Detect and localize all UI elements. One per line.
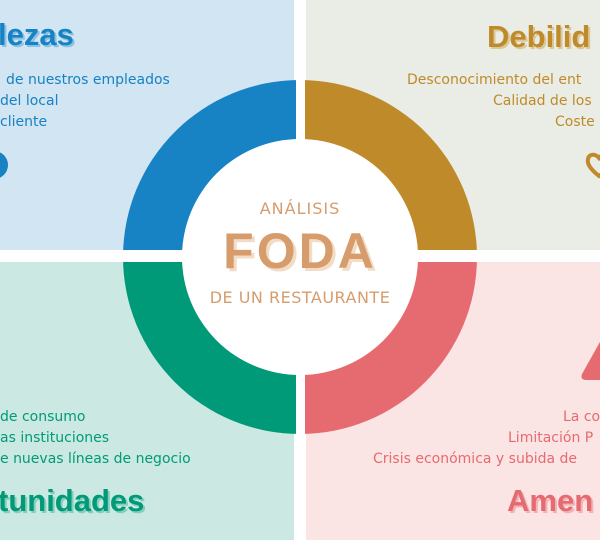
weaknesses-item: Calidad de los — [493, 93, 592, 109]
weaknesses-item: Desconocimiento del ent — [407, 72, 582, 88]
center-circle — [182, 139, 418, 375]
strengths-title: lezas — [0, 17, 74, 52]
heart-icon — [585, 152, 600, 179]
strengths-item: cliente — [0, 114, 48, 130]
circle-icon — [0, 151, 8, 179]
opportunities-item: e nuevas líneas de negocio — [0, 451, 191, 467]
threats-item: Crisis económica y subida de — [373, 451, 578, 467]
warning-triangle-icon — [581, 341, 600, 380]
center-title: FODA — [223, 223, 377, 279]
opportunities-item: de consumo — [0, 409, 86, 425]
threats-title: Amen — [507, 483, 594, 518]
strengths-item: de nuestros empleados — [6, 72, 170, 88]
strengths-item: del local — [0, 93, 59, 109]
opportunities-item: as instituciones — [0, 430, 110, 446]
threats-item: La co — [563, 409, 600, 425]
weaknesses-title: Debilid — [487, 19, 591, 54]
center-subtitle: ANÁLISIS — [259, 199, 341, 218]
center-caption: DE UN RESTAURANTE — [209, 288, 391, 307]
weaknesses-item: Coste — [555, 114, 595, 130]
threats-item: Limitación P — [508, 430, 594, 446]
opportunities-title: tunidades — [0, 483, 145, 518]
